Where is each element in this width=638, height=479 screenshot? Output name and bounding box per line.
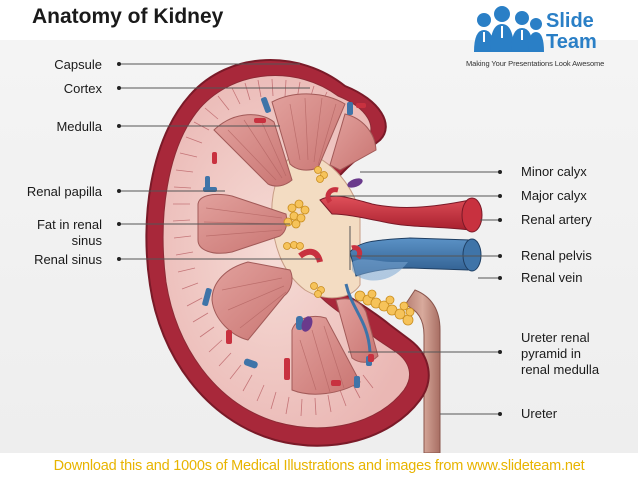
- label-renal-artery: Renal artery: [521, 212, 592, 227]
- pyramid-lower-right: [335, 298, 379, 363]
- label-renal-sinus: Renal sinus: [34, 252, 102, 267]
- cortex-striations: [172, 78, 374, 417]
- renal-artery-opening: [461, 197, 483, 233]
- logo-word-team: Team: [546, 31, 597, 53]
- calyx-spot-lower: [301, 316, 313, 332]
- pointer-lines-left: [119, 63, 320, 260]
- pointer-lines-right: [330, 171, 500, 415]
- pyramid-lower-left: [211, 261, 293, 341]
- label-renal-pelvis: Renal pelvis: [521, 248, 592, 263]
- medullary-pyramids: [197, 93, 379, 395]
- label-ureter-renal-line1: Ureter renal: [521, 330, 590, 345]
- logo-word-slide: Slide: [546, 10, 594, 32]
- calyx-spot-upper: [347, 178, 363, 188]
- label-ureter: Ureter: [521, 406, 558, 421]
- footer-download-link[interactable]: Download this and 1000s of Medical Illus…: [0, 453, 638, 479]
- label-fat-in-renal-sinus-line1: Fat in renal: [36, 217, 102, 232]
- people-icon: [474, 6, 544, 52]
- artery-branch-lower: [298, 248, 323, 263]
- slideteam-logo: Slide Team Making Your Presentations Loo…: [466, 2, 636, 72]
- pyramid-striations: [203, 97, 345, 393]
- pyramid-upper-right: [329, 113, 377, 171]
- renal-sinus: [271, 149, 361, 299]
- pointer-dots-right: [498, 170, 502, 416]
- artery-branch-upper: [325, 187, 339, 204]
- pyramid-upper-left: [213, 114, 293, 187]
- renal-sinus-fat: [283, 166, 415, 326]
- label-ureter-renal-line3: renal medulla: [521, 362, 600, 377]
- renal-pelvis: [352, 259, 408, 281]
- label-renal-vein: Renal vein: [521, 270, 583, 285]
- label-capsule: Capsule: [54, 57, 102, 72]
- label-major-calyx: Major calyx: [521, 188, 587, 203]
- pyramid-top: [271, 93, 346, 171]
- label-ureter-renal-line2: pyramid in: [521, 346, 581, 361]
- ureter-line: [344, 283, 372, 353]
- kidney-diagram: [117, 59, 502, 453]
- renal-vein-opening: [462, 238, 482, 272]
- vein-stub: [351, 245, 363, 260]
- cortical-vessels: [202, 97, 374, 388]
- label-medulla: Medulla: [56, 119, 102, 134]
- pointer-dots-left: [117, 62, 121, 261]
- logo-tagline: Making Your Presentations Look Awesome: [466, 59, 605, 68]
- label-renal-papilla: Renal papilla: [26, 184, 102, 199]
- page-title: Anatomy of Kidney: [32, 5, 224, 28]
- label-fat-in-renal-sinus-line2: sinus: [71, 233, 102, 248]
- label-cortex: Cortex: [63, 81, 102, 96]
- label-minor-calyx: Minor calyx: [521, 164, 587, 179]
